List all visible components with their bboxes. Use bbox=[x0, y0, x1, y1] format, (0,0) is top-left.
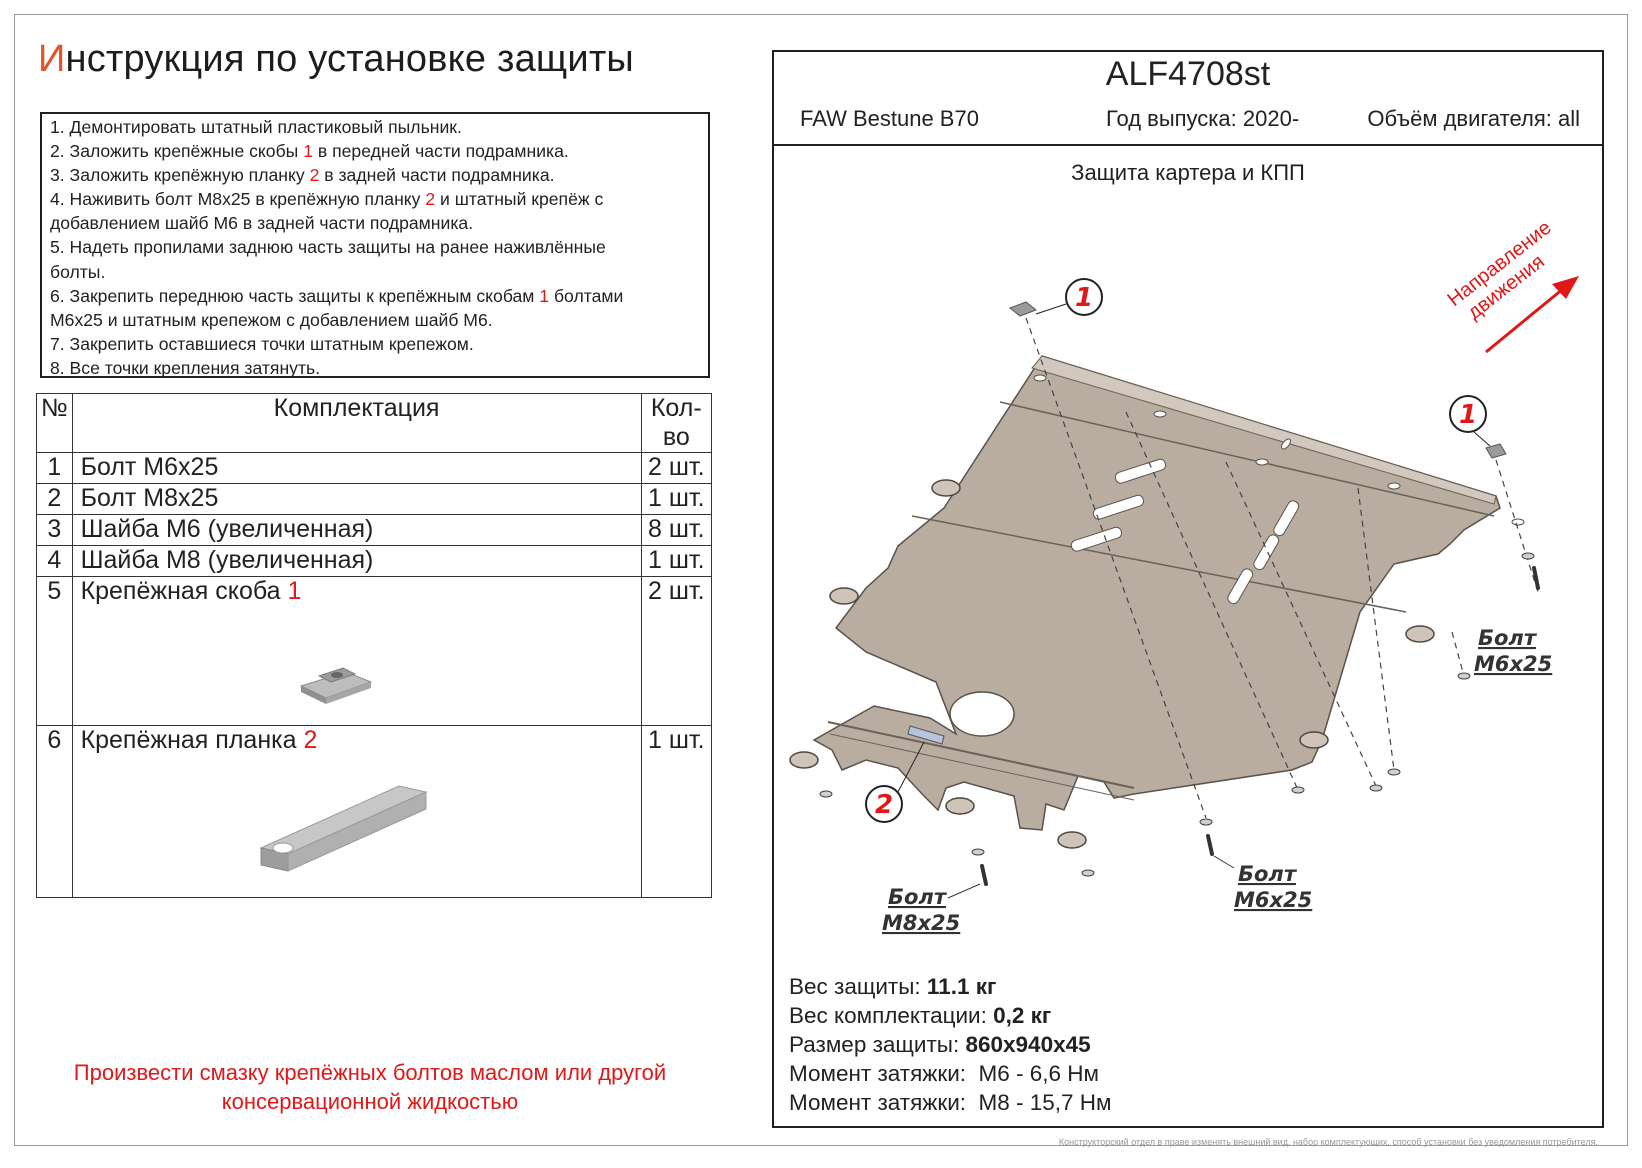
kit-row: 2 Болт М8х25 1 шт. bbox=[36, 483, 713, 515]
svg-text:1: 1 bbox=[1459, 400, 1477, 430]
kit-row: 3 Шайба М6 (увеличенная) 8 шт. bbox=[36, 514, 713, 546]
spec-size: Размер защиты: 860х940х45 bbox=[789, 1032, 1091, 1057]
product-card: ALF4708st FAW Bestune B70 Год выпуска: 2… bbox=[772, 50, 1604, 1128]
spec-torque-m8: Момент затяжки: М8 - 15,7 Нм bbox=[789, 1090, 1112, 1115]
spec-weight: Вес защиты: 11.1 кг bbox=[789, 974, 997, 999]
callout-2: 2 bbox=[865, 741, 925, 823]
svg-text:М8х25: М8х25 bbox=[882, 911, 960, 935]
label-bolt-m6-right: Болт М6х25 bbox=[1474, 626, 1552, 676]
svg-text:Болт: Болт bbox=[1238, 862, 1298, 886]
svg-text:М6х25: М6х25 bbox=[1234, 888, 1312, 912]
step-line: добавлением шайб М6 в задней части подра… bbox=[50, 213, 474, 234]
step-line: 8. Все точки крепления затянуть. bbox=[50, 357, 321, 378]
page-title: Инструкция по установке защиты bbox=[38, 38, 634, 80]
label-bolt-m8: Болт М8х25 bbox=[882, 883, 981, 935]
direction-arrow bbox=[1485, 282, 1570, 354]
callout-1-top: 1 bbox=[1035, 278, 1103, 316]
step-line: 4. Наживить болт М8х25 в крепёжную планк… bbox=[50, 189, 604, 210]
engine-volume: Объём двигателя: all bbox=[1367, 106, 1580, 131]
svg-text:Болт: Болт bbox=[1478, 626, 1538, 650]
step-line: болты. bbox=[50, 261, 106, 282]
svg-text:М6х25: М6х25 bbox=[1474, 652, 1552, 676]
spec-torque-m6: Момент затяжки: М6 - 6,6 Нм bbox=[789, 1061, 1100, 1086]
bracket-parts bbox=[1009, 301, 1507, 459]
step-line: 5. Надеть пропилами заднюю часть защиты … bbox=[50, 237, 606, 258]
kit-row: 6 Крепёжная планка 2 1 шт. bbox=[36, 725, 713, 898]
disclaimer: Конструкторский отдел в праве изменять в… bbox=[1058, 1137, 1598, 1147]
kit-header-qty: Кол-во bbox=[640, 393, 713, 453]
kit-header-no: № bbox=[36, 393, 73, 453]
direction-arrow-head bbox=[1552, 276, 1579, 299]
lubrication-note: Произвести смазку крепёжных болтов масло… bbox=[73, 1060, 667, 1114]
product-specs: Вес защиты: 11.1 кг Вес комплектации: 0,… bbox=[789, 972, 1112, 1117]
step-line: 7. Закрепить оставшиеся точки штатным кр… bbox=[50, 333, 474, 354]
production-year: Год выпуска: 2020- bbox=[1106, 106, 1300, 131]
kit-row: 4 Шайба М8 (увеличенная) 1 шт. bbox=[36, 545, 713, 577]
step-line: 2. Заложить крепёжные скобы 1 в передней… bbox=[50, 141, 569, 162]
vehicle-model: FAW Bestune B70 bbox=[800, 106, 979, 131]
svg-text:2: 2 bbox=[875, 790, 893, 820]
product-code: ALF4708st bbox=[1105, 55, 1271, 93]
direction-indicator: Направление движения bbox=[1444, 217, 1579, 354]
installation-steps: 1. Демонтировать штатный пластиковый пыл… bbox=[40, 112, 710, 378]
spec-kit-weight: Вес комплектации: 0,2 кг bbox=[789, 1003, 1052, 1028]
step-line: М6х25 и штатным крепежом с добавлением ш… bbox=[50, 309, 493, 330]
svg-text:1: 1 bbox=[1075, 283, 1093, 313]
step-line: 6. Закрепить переднюю часть защиты к кре… bbox=[50, 285, 624, 306]
label-bolt-m6-bottom: Болт М6х25 bbox=[1213, 855, 1312, 912]
installation-diagram: Направление движения bbox=[789, 217, 1579, 935]
kit-row: 1 Болт М6х25 2 шт. bbox=[36, 452, 713, 484]
product-header: ALF4708st FAW Bestune B70 Год выпуска: 2… bbox=[774, 52, 1602, 146]
mounting-bracket-image bbox=[299, 667, 372, 704]
kit-header-name: Комплектация bbox=[71, 393, 642, 453]
svg-text:Болт: Болт bbox=[888, 885, 948, 909]
kit-table: № Комплектация Кол-во 1 Болт М6х25 2 шт.… bbox=[36, 393, 713, 898]
bolt-parts bbox=[980, 566, 1540, 886]
page-frame bbox=[14, 14, 1628, 1146]
kit-row: 5 Крепёжная скоба 1 2 шт. bbox=[36, 576, 713, 726]
mounting-plate-image bbox=[258, 785, 428, 872]
skid-plate bbox=[789, 355, 1525, 849]
product-subtitle: Защита картера и КПП bbox=[1071, 160, 1305, 185]
step-line: 1. Демонтировать штатный пластиковый пыл… bbox=[50, 117, 462, 137]
callout-1-right: 1 bbox=[1449, 395, 1491, 447]
step-line: 3. Заложить крепёжную планку 2 в задней … bbox=[50, 165, 555, 186]
